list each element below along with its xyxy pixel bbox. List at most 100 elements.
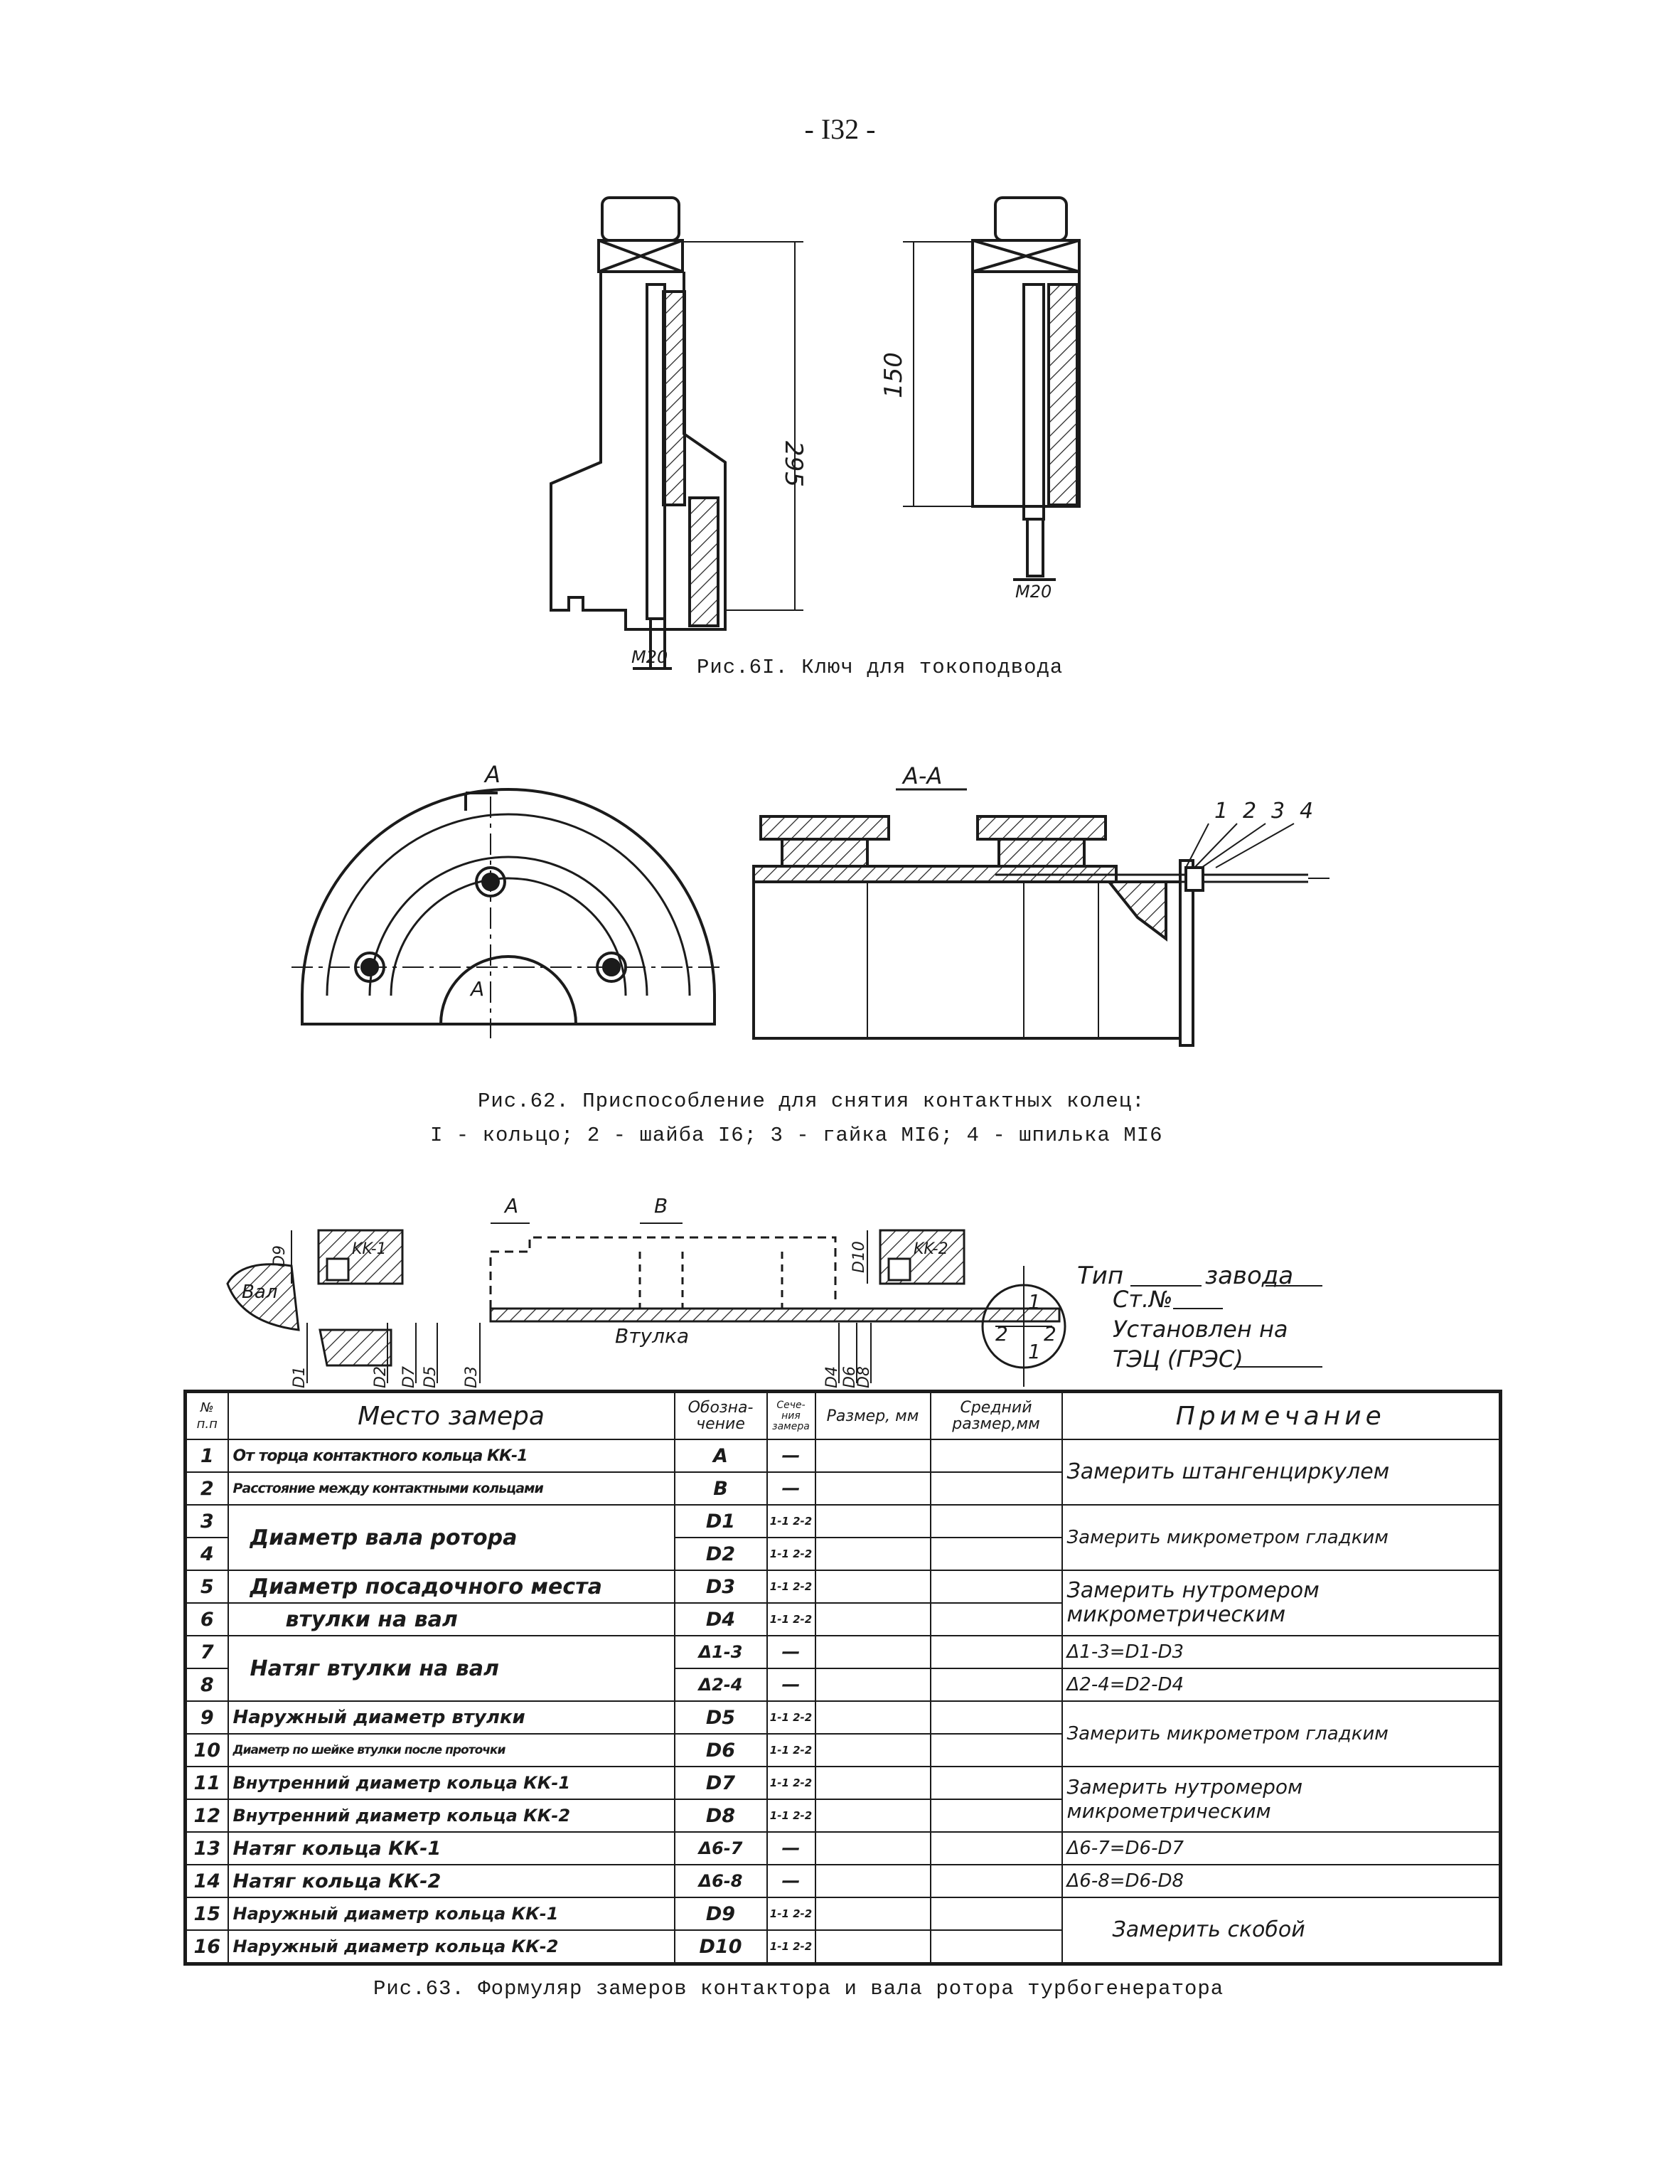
row-mean-cell[interactable]	[929, 1471, 1063, 1506]
row-mean-cell[interactable]	[929, 1929, 1063, 1965]
row-size-cell[interactable]	[814, 1929, 931, 1965]
row-place: втулки на вал	[227, 1602, 675, 1636]
row-number: 13	[184, 1831, 229, 1865]
row-size-cell[interactable]	[814, 1439, 931, 1473]
row-symbol: D7	[673, 1766, 768, 1800]
sketch-label-d10: D10	[850, 1241, 868, 1273]
note-caliper: Замерить штангенциркулем	[1061, 1439, 1502, 1506]
row-size-cell[interactable]	[814, 1831, 931, 1865]
row-place: Наружный диаметр кольца КК-2	[227, 1929, 675, 1965]
row-mean-cell[interactable]	[929, 1439, 1063, 1473]
row-section: —	[766, 1668, 816, 1702]
row-size-cell[interactable]	[814, 1537, 931, 1571]
row-section: —	[766, 1864, 816, 1898]
row-symbol: Δ6-7	[673, 1831, 768, 1865]
fig61-dim-long: 295	[779, 441, 808, 487]
row-size-cell[interactable]	[814, 1897, 931, 1931]
row-symbol: Δ6-8	[673, 1864, 768, 1898]
note-bore-gauge: Замерить нутромером микрометрическим	[1061, 1570, 1502, 1636]
row-size-cell[interactable]	[814, 1570, 931, 1604]
row-number: 5	[184, 1570, 229, 1604]
row-size-cell[interactable]	[814, 1471, 931, 1506]
row-size-cell[interactable]	[814, 1799, 931, 1833]
row-place: Натяг втулки на вал	[227, 1635, 675, 1702]
row-section: 1-1 2-2	[766, 1504, 816, 1538]
row-size-cell[interactable]	[814, 1602, 931, 1636]
note-formula-1-3: Δ1-3=D1-D3	[1061, 1635, 1502, 1669]
col-header-place: Место замера	[227, 1390, 675, 1440]
table-row: 15 Наружный диаметр кольца КК-1 D9 1-1 2…	[184, 1897, 1502, 1965]
row-mean-cell[interactable]	[929, 1504, 1063, 1538]
row-number: 12	[184, 1799, 229, 1833]
fig61-drawing: 295 150 M20 M20	[550, 196, 1081, 670]
row-size-cell[interactable]	[814, 1733, 931, 1767]
row-symbol: D8	[673, 1799, 768, 1833]
fig61-thread-left: M20	[631, 647, 668, 667]
sketch-label-d1: D1	[291, 1366, 309, 1388]
fig62-caption-line1: Рис.62. Приспособление для снятия контак…	[478, 1090, 1145, 1113]
table-row: 13 Натяг кольца КК-1 Δ6-7 — Δ6-7=D6-D7	[184, 1831, 1502, 1865]
row-number: 16	[184, 1929, 229, 1965]
row-place: От торца контактного кольца КК-1	[227, 1439, 675, 1473]
row-section: 1-1 2-2	[766, 1929, 816, 1965]
row-symbol: Δ1-3	[673, 1635, 768, 1669]
row-mean-cell[interactable]	[929, 1668, 1063, 1702]
row-place: Диаметр посадочного места	[227, 1570, 675, 1604]
row-number: 9	[184, 1700, 229, 1735]
row-section: 1-1 2-2	[766, 1700, 816, 1735]
row-section: 1-1 2-2	[766, 1537, 816, 1571]
row-mean-cell[interactable]	[929, 1831, 1063, 1865]
row-mean-cell[interactable]	[929, 1799, 1063, 1833]
row-size-cell[interactable]	[814, 1504, 931, 1538]
fig62-callout-1: 1	[1214, 799, 1228, 824]
row-number: 2	[184, 1471, 229, 1506]
fig62-section-mark: A	[483, 761, 501, 788]
row-mean-cell[interactable]	[929, 1733, 1063, 1767]
sketch-label-sleeve: Втулка	[615, 1324, 689, 1348]
row-place: Внутренний диаметр кольца КК-1	[227, 1766, 675, 1800]
table-row: 3 Диаметр вала ротора D1 1-1 2-2 Замерит…	[184, 1504, 1502, 1571]
row-mean-cell[interactable]	[929, 1635, 1063, 1669]
row-size-cell[interactable]	[814, 1766, 931, 1800]
col-header-section: Сече-ния замера	[766, 1390, 816, 1440]
circle-label-right: 2	[1044, 1322, 1056, 1346]
table-row: 14 Натяг кольца КК-2 Δ6-8 — Δ6-8=D6-D8	[184, 1864, 1502, 1898]
fig62-drawing: A A A-A 1 2 3 4	[291, 761, 1329, 1047]
row-symbol: D10	[673, 1929, 768, 1965]
row-mean-cell[interactable]	[929, 1897, 1063, 1931]
row-size-cell[interactable]	[814, 1700, 931, 1735]
sketch-label-d3: D3	[463, 1366, 481, 1388]
row-number: 1	[184, 1439, 229, 1473]
row-symbol: D6	[673, 1733, 768, 1767]
row-place: Наружный диаметр втулки	[227, 1700, 675, 1735]
fig62-callout-4: 4	[1300, 799, 1313, 824]
row-section: 1-1 2-2	[766, 1733, 816, 1767]
table-row: 9 Наружный диаметр втулки D5 1-1 2-2 Зам…	[184, 1700, 1502, 1767]
col-header-symbol: Обозна-чение	[673, 1390, 768, 1440]
sketch-label-d2: D2	[372, 1366, 390, 1388]
row-symbol: D5	[673, 1700, 768, 1735]
fig63-sketch: A B KK-1 KK-2 Вал Втулка D9 D1 D2 D7 D5 …	[226, 1194, 1322, 1388]
row-mean-cell[interactable]	[929, 1700, 1063, 1735]
sketch-label-d6: D6	[841, 1366, 859, 1388]
row-mean-cell[interactable]	[929, 1864, 1063, 1898]
row-section: —	[766, 1831, 816, 1865]
sketch-label-shaft: Вал	[242, 1282, 277, 1303]
row-number: 4	[184, 1537, 229, 1571]
note-micrometer-2: Замерить микрометром гладким	[1061, 1700, 1502, 1767]
row-mean-cell[interactable]	[929, 1570, 1063, 1604]
row-number: 11	[184, 1766, 229, 1800]
col-header-note: Примечание	[1061, 1390, 1502, 1440]
row-mean-cell[interactable]	[929, 1537, 1063, 1571]
row-section: —	[766, 1635, 816, 1669]
row-mean-cell[interactable]	[929, 1766, 1063, 1800]
header-plant-type-label: ТЭЦ (ГРЭС)	[1113, 1346, 1243, 1373]
col-header-mean: Средний размер,мм	[929, 1390, 1063, 1440]
row-size-cell[interactable]	[814, 1668, 931, 1702]
row-section: 1-1 2-2	[766, 1570, 816, 1604]
row-symbol: D1	[673, 1504, 768, 1538]
row-size-cell[interactable]	[814, 1635, 931, 1669]
table-row: 6 втулки на вал D4 1-1 2-2	[184, 1602, 1501, 1636]
row-mean-cell[interactable]	[929, 1602, 1063, 1636]
row-size-cell[interactable]	[814, 1864, 931, 1898]
